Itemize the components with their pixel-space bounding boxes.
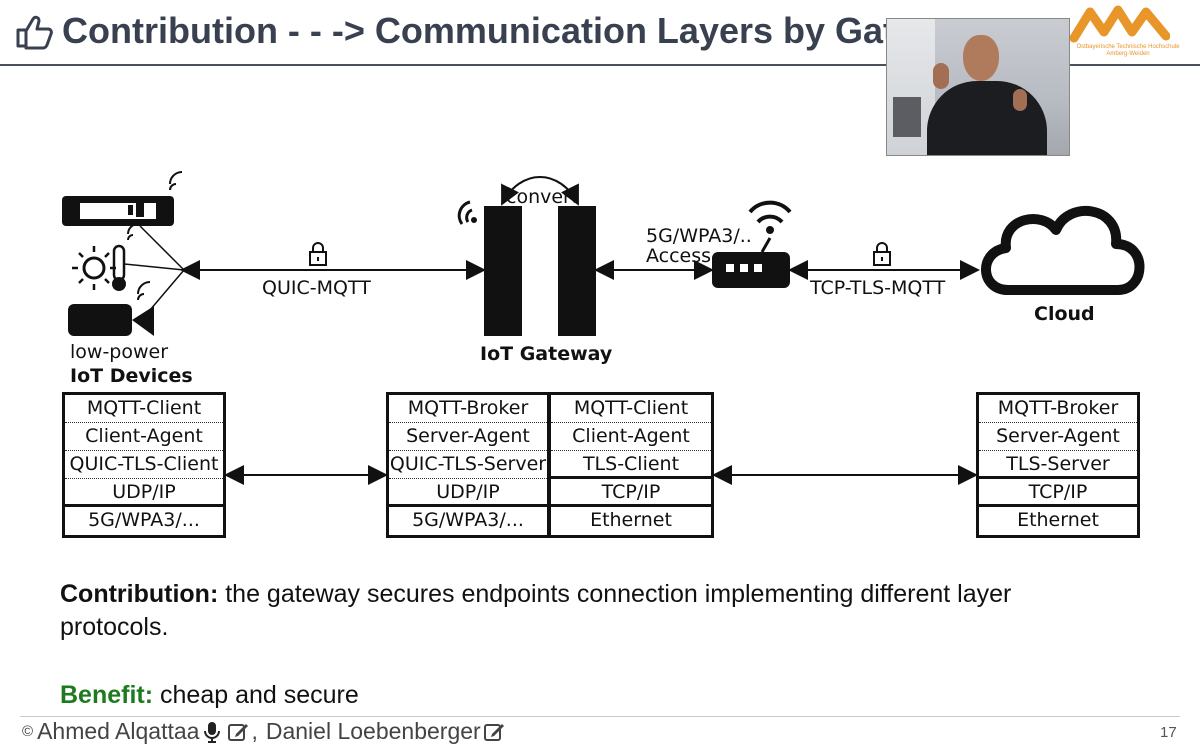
cloud-icon (981, 205, 1145, 295)
wifi-icon (748, 200, 792, 234)
copyright-symbol: © (22, 723, 34, 740)
university-logo (1070, 5, 1170, 43)
stack-layer: Client-Agent (65, 423, 223, 451)
stack-layer: MQTT-Client (65, 395, 223, 423)
tcp-tls-mqtt-label: TCP-TLS-MQTT (810, 277, 946, 299)
university-name: Ostbayerische Technische Hochschule Ambe… (1076, 44, 1180, 57)
presenter-hand (933, 63, 949, 89)
contribution-text: Contribution: the gateway secures endpoi… (60, 578, 1100, 644)
architecture-diagram: convert QUIC-MQTT 5G/WPA3/.. Access TCP-… (0, 160, 1200, 560)
stack-layer: MQTT-Client (551, 395, 711, 423)
gateway-label: IoT Gateway (480, 343, 613, 365)
edit-icon (483, 723, 504, 741)
sun-icon (72, 246, 116, 290)
benefit-label: Benefit: (60, 681, 154, 709)
thermometer-icon (112, 223, 139, 291)
wireless-signal-icon (457, 200, 477, 225)
lock-icon (873, 242, 891, 266)
benefit-body: cheap and secure (153, 681, 359, 709)
slide-header: Contribution - - -> Communication Layers… (0, 0, 1200, 66)
stack-layer: Ethernet (590, 509, 672, 531)
stack-layer: TLS-Client (551, 451, 711, 479)
stack-layer: Client-Agent (551, 423, 711, 451)
author-name: Daniel Loebenberger (265, 718, 481, 744)
stack-layer: TCP/IP (979, 479, 1137, 507)
author-name: Ahmed Alqattaa (37, 718, 200, 744)
presenter-body (927, 81, 1047, 155)
cloud-label: Cloud (1034, 303, 1095, 325)
stack-layer: 5G/WPA3/... (88, 509, 200, 531)
webcam-background-printer (893, 97, 921, 137)
thumbs-up-icon (16, 15, 53, 50)
stack-layer: MQTT-Broker (979, 395, 1137, 423)
contribution-body: the gateway secures endpoints connection… (60, 580, 1012, 641)
cloud-protocol-stack: MQTT-Broker Server-Agent TLS-Server TCP/… (976, 392, 1140, 538)
devices-label-line1: low-power (70, 341, 169, 363)
quic-mqtt-label: QUIC-MQTT (262, 277, 371, 299)
access-label-line1: 5G/WPA3/.. (646, 225, 752, 247)
presenter-webcam (886, 18, 1070, 156)
presenter-head (963, 35, 999, 81)
gateway-right-protocol-stack: MQTT-Client Client-Agent TLS-Client TCP/… (548, 392, 714, 538)
contribution-label: Contribution: (60, 580, 219, 608)
page-number: 17 (1160, 724, 1177, 741)
edit-icon (228, 723, 249, 741)
stack-layer: Server-Agent (979, 423, 1137, 451)
devices-label-line2: IoT Devices (70, 365, 193, 387)
slide-title: Contribution - - -> Communication Layers… (62, 10, 892, 51)
author-separator: , (251, 718, 258, 744)
lock-icon (309, 242, 327, 266)
footer-divider (20, 716, 1180, 717)
stack-layer: MQTT-Broker (389, 395, 547, 423)
router-icon (712, 237, 790, 288)
gateway-icon (484, 176, 596, 336)
camera-icon (68, 281, 154, 336)
wearable-device-icon (62, 171, 183, 226)
presenter-hand (1013, 89, 1027, 111)
gateway-left-protocol-stack: MQTT-Broker Server-Agent QUIC-TLS-Server… (386, 392, 550, 538)
convert-label: convert (506, 186, 579, 208)
stack-layer: TLS-Server (979, 451, 1137, 479)
slide-footer: © Ahmed Alqattaa , Daniel Loebenberger (22, 718, 507, 745)
device-protocol-stack: MQTT-Client Client-Agent QUIC-TLS-Client… (62, 392, 226, 538)
stack-layer: UDP/IP (65, 479, 223, 507)
stack-layer: UDP/IP (389, 479, 547, 507)
microphone-icon (204, 721, 221, 743)
stack-layer: Server-Agent (389, 423, 547, 451)
stack-layer: Ethernet (1017, 509, 1099, 531)
benefit-text: Benefit: cheap and secure (60, 680, 359, 710)
stack-layer: QUIC-TLS-Server (389, 451, 547, 479)
stack-layer: QUIC-TLS-Client (65, 451, 223, 479)
stack-layer: 5G/WPA3/... (412, 509, 524, 531)
diagram-graphics (62, 171, 1145, 485)
access-label-line2: Access (646, 245, 712, 267)
stack-layer: TCP/IP (551, 479, 711, 507)
